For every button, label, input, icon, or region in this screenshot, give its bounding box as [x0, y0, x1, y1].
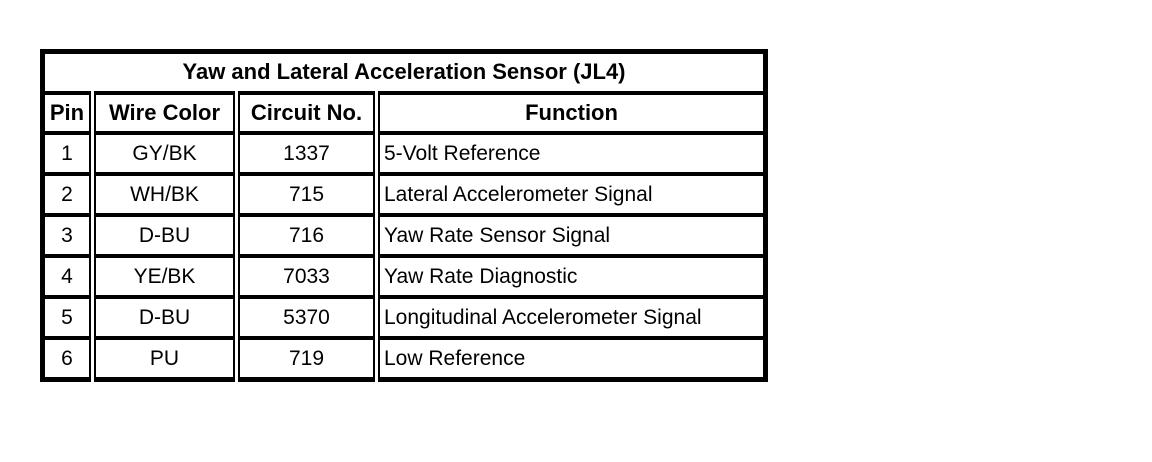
table-header-row: Pin Wire Color Circuit No. Function — [42, 93, 766, 135]
col-header-wire-color: Wire Color — [92, 93, 240, 135]
table-row-3: 3 D-BU 716 Yaw Rate Sensor Signal — [42, 215, 766, 258]
wire-color-cell: PU — [92, 338, 240, 380]
pin-cell: 5 — [42, 297, 96, 340]
function-cell: Low Reference — [384, 346, 526, 370]
function-cell: Longitudinal Accelerometer Signal — [376, 297, 766, 340]
circuit-no-cell: 1337 — [236, 133, 380, 176]
wire-color-cell: D-BU — [92, 215, 240, 258]
table-row-1: 1 GY/BK 1337 5-Volt Reference — [42, 133, 766, 176]
table-row-6: 6 PU 719 Low Reference — [42, 338, 766, 380]
wire-color-cell: WH/BK — [92, 174, 240, 217]
table-row-2: 2 WH/BK 715 Lateral Accelerometer Signal — [42, 174, 766, 217]
pin-cell: 1 — [42, 133, 96, 176]
wire-color-cell: GY/BK — [92, 133, 240, 176]
table-title: Yaw and Lateral Acceleration Sensor (JL4… — [42, 51, 766, 95]
col-header-circuit-no: Circuit No. — [236, 93, 380, 135]
col-header-function: Function — [376, 93, 766, 135]
function-cell: Lateral Accelerometer Signal — [376, 174, 766, 217]
pin-cell: 3 — [42, 215, 96, 258]
function-cell: Yaw Rate Diagnostic — [376, 256, 766, 299]
pin-cell: 6 — [42, 338, 96, 380]
table-title-row: Yaw and Lateral Acceleration Sensor (JL4… — [42, 51, 766, 95]
pin-cell: 4 — [42, 256, 96, 299]
wire-color-cell: D-BU — [92, 297, 240, 340]
table-row-5: 5 D-BU 5370 Longitudinal Accelerometer S… — [42, 297, 766, 340]
function-cell: Yaw Rate Sensor Signal — [376, 215, 766, 258]
function-cell: 5-Volt Reference — [376, 133, 766, 176]
circuit-no-cell: 719 — [236, 338, 380, 380]
wire-color-cell: YE/BK — [92, 256, 240, 299]
circuit-no-cell: 715 — [236, 174, 380, 217]
col-header-pin: Pin — [42, 93, 96, 135]
pin-cell: 2 — [42, 174, 96, 217]
pinout-table: Yaw and Lateral Acceleration Sensor (JL4… — [40, 49, 769, 382]
circuit-no-cell: 5370 — [236, 297, 380, 340]
circuit-no-cell: 7033 — [236, 256, 380, 299]
circuit-no-cell: 716 — [236, 215, 380, 258]
table-row-4: 4 YE/BK 7033 Yaw Rate Diagnostic — [42, 256, 766, 299]
